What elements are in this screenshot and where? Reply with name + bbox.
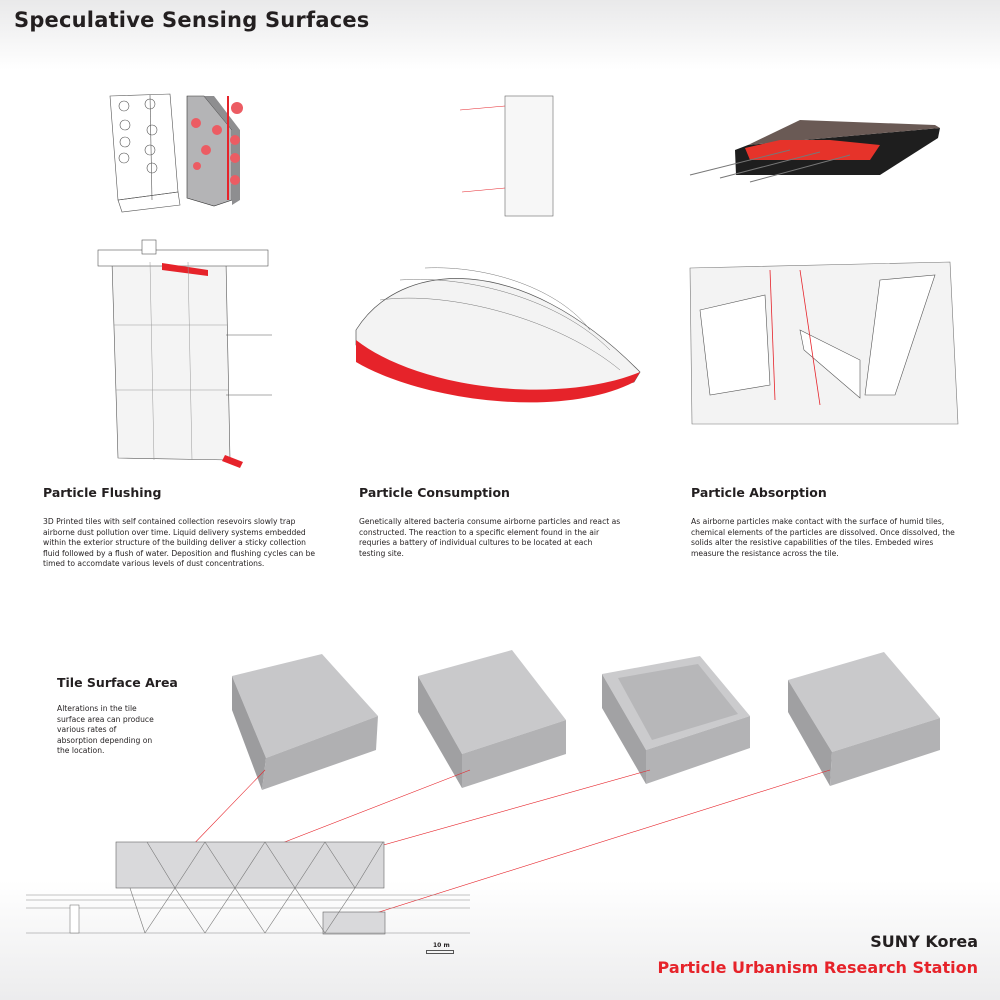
consumption-panel-small [459,95,554,217]
scale-label: 10 m [433,942,450,949]
tile-wave [788,652,940,786]
absorption-tile [689,120,940,183]
section-heading-flushing: Particle Flushing [43,485,162,500]
tile-section-body: Alterations in the tile surface area can… [57,704,154,756]
flushing-wall [97,239,272,468]
scale-bar [426,950,454,954]
footer-institution: SUNY Korea [870,932,978,951]
consumption-canopy [355,267,641,403]
section-body-flushing: 3D Printed tiles with self contained col… [43,517,316,569]
section-heading-consumption: Particle Consumption [359,485,510,500]
tile-section-heading: Tile Surface Area [57,675,178,690]
tile-grooved [418,650,566,788]
tile-leader-lines [185,769,831,919]
absorption-street [689,261,959,425]
section-body-absorption: As airborne particles make contact with … [691,517,955,558]
building-elevation [26,841,470,935]
footer-project: Particle Urbanism Research Station [657,958,978,977]
page-title: Speculative Sensing Surfaces [14,8,370,32]
flushing-tile-wireframe [109,93,181,213]
flushing-tile-solid [186,95,243,207]
tile-recessed [602,656,750,784]
section-body-consumption: Genetically altered bacteria consume air… [359,517,621,558]
tile-ribbed [232,654,378,790]
section-heading-absorption: Particle Absorption [691,485,827,500]
